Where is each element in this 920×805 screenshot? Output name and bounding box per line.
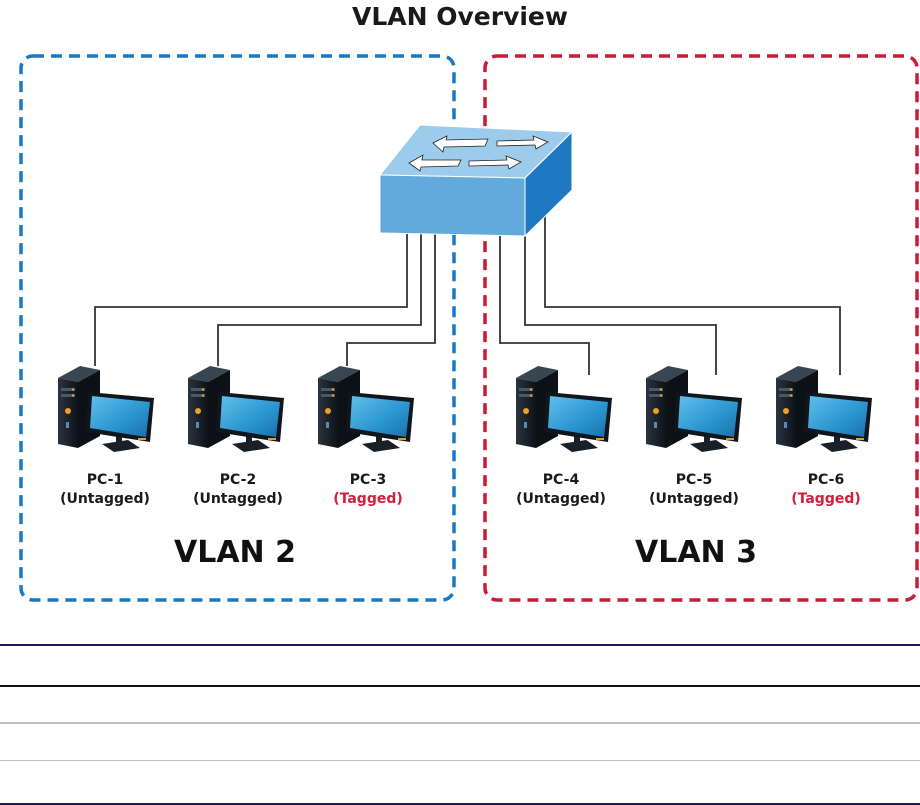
pc-mode: (Tagged)	[791, 491, 861, 507]
vlan3-cables	[499, 215, 841, 375]
table-rule-header	[0, 685, 920, 687]
vlan2-cables	[94, 230, 436, 366]
network-switch-icon	[378, 124, 574, 238]
pc6-label: PC-6 (Tagged)	[756, 471, 896, 509]
pc-name: PC-2	[219, 472, 257, 488]
cable-pc3	[346, 230, 436, 366]
pc-mode: (Tagged)	[333, 491, 403, 507]
pc2-label: PC-2 (Untagged)	[168, 471, 308, 509]
pc2-icon	[188, 366, 284, 452]
pc1-label: PC-1 (Untagged)	[35, 471, 175, 509]
vlan2-label: VLAN 2	[174, 535, 296, 570]
pc-name: PC-5	[675, 472, 713, 488]
cable-pc6	[544, 215, 841, 375]
pc-mode: (Untagged)	[516, 491, 606, 507]
pc3-icon	[318, 366, 414, 452]
pc5-icon	[646, 366, 742, 452]
pc-mode: (Untagged)	[193, 491, 283, 507]
pc5-label: PC-5 (Untagged)	[624, 471, 764, 509]
pc-name: PC-3	[349, 472, 387, 488]
pc-name: PC-6	[807, 472, 845, 488]
cable-pc2	[217, 230, 422, 366]
vlan3-boundary	[483, 54, 919, 602]
pc1-icon	[58, 366, 154, 452]
pc-mode: (Untagged)	[60, 491, 150, 507]
cable-pc5	[524, 230, 717, 375]
table-rule-row	[0, 722, 920, 724]
pc-name: PC-1	[86, 472, 124, 488]
table-rule-row	[0, 760, 920, 761]
cable-pc4	[499, 230, 590, 375]
table-rule-bottom	[0, 803, 920, 805]
diagram-title: VLAN Overview	[351, 2, 568, 31]
pc6-icon	[776, 366, 872, 452]
vlan2-boundary	[19, 54, 456, 602]
pc4-icon	[516, 366, 612, 452]
cable-pc1	[94, 230, 408, 366]
pc-name: PC-4	[542, 472, 580, 488]
pc4-label: PC-4 (Untagged)	[491, 471, 631, 509]
pc3-label: PC-3 (Tagged)	[298, 471, 438, 509]
vlan-diagram	[19, 54, 919, 602]
pc-mode: (Untagged)	[649, 491, 739, 507]
table-rule-top	[0, 644, 920, 646]
vlan3-label: VLAN 3	[635, 535, 757, 570]
